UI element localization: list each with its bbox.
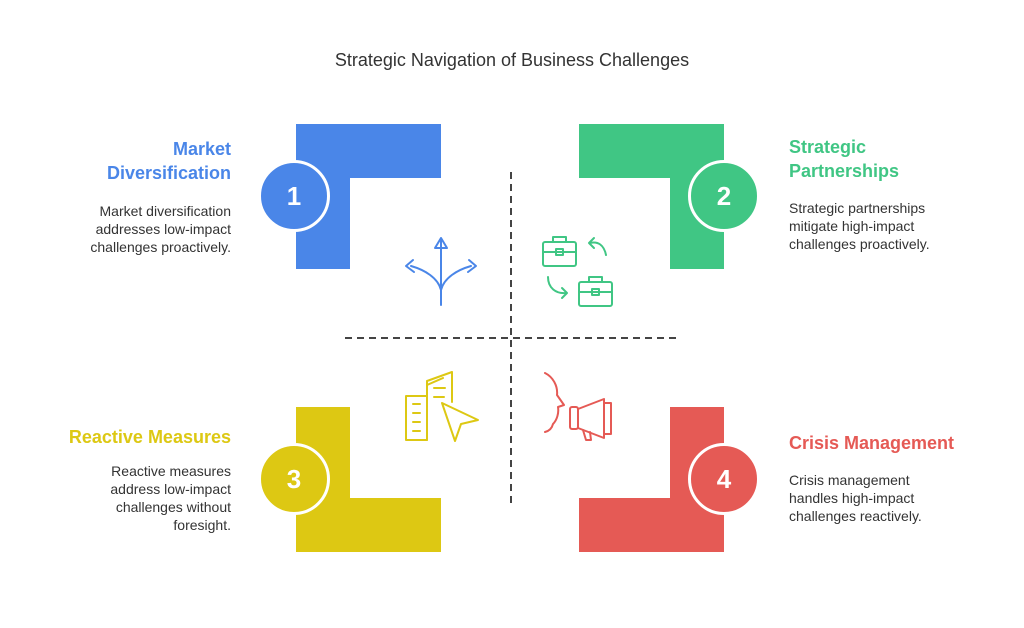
description-line: challenges proactively. xyxy=(789,236,930,252)
description-strategic-partnerships: Strategic partnerships mitigate high-imp… xyxy=(789,199,930,253)
number-badge-3: 3 xyxy=(258,443,330,515)
number-badge-2: 2 xyxy=(688,160,760,232)
heading-strategic-partnerships: Strategic Partnerships xyxy=(789,135,899,183)
shape-3 xyxy=(296,407,441,552)
description-line: foresight. xyxy=(173,517,231,533)
description-line: address low-impact xyxy=(110,481,231,497)
description-market-diversification: Market diversification addresses low-imp… xyxy=(90,202,231,256)
diagram-title: Strategic Navigation of Business Challen… xyxy=(334,50,690,70)
shape-1 xyxy=(296,124,441,269)
heading-line: Partnerships xyxy=(789,161,900,181)
description-line: Crisis management xyxy=(789,472,910,488)
heading-market-diversification: Market Diversification xyxy=(107,137,231,185)
heading-line: Diversification xyxy=(106,163,231,183)
description-line: Reactive measures xyxy=(111,463,231,479)
heading-line: Strategic xyxy=(789,137,867,157)
shape-4 xyxy=(579,407,724,552)
shape-2 xyxy=(579,124,724,269)
number-badge-1: 1 xyxy=(258,160,330,232)
heading-line: Reactive Measures xyxy=(68,427,231,447)
description-crisis-management: Crisis management handles high-impact ch… xyxy=(789,471,922,525)
description-line: Strategic partnerships xyxy=(789,200,926,216)
heading-line: Crisis Management xyxy=(789,433,955,453)
description-line: mitigate high-impact xyxy=(789,218,915,234)
exchange-briefcases-icon xyxy=(542,236,613,307)
speaker-megaphone-icon xyxy=(544,372,612,441)
buildings-cursor-icon xyxy=(405,371,479,442)
description-line: handles high-impact xyxy=(789,490,915,506)
description-line: challenges without xyxy=(115,499,231,515)
branching-arrows-icon xyxy=(405,237,477,306)
description-line: challenges reactively. xyxy=(789,508,922,524)
description-line: Market diversification xyxy=(99,203,232,219)
description-line: addresses low-impact xyxy=(95,221,231,237)
heading-reactive-measures: Reactive Measures xyxy=(69,425,231,449)
description-line: challenges proactively. xyxy=(90,239,231,255)
description-reactive-measures: Reactive measures address low-impact cha… xyxy=(110,462,231,534)
heading-crisis-management: Crisis Management xyxy=(789,431,954,455)
number-badge-4: 4 xyxy=(688,443,760,515)
heading-line: Market xyxy=(172,139,231,159)
